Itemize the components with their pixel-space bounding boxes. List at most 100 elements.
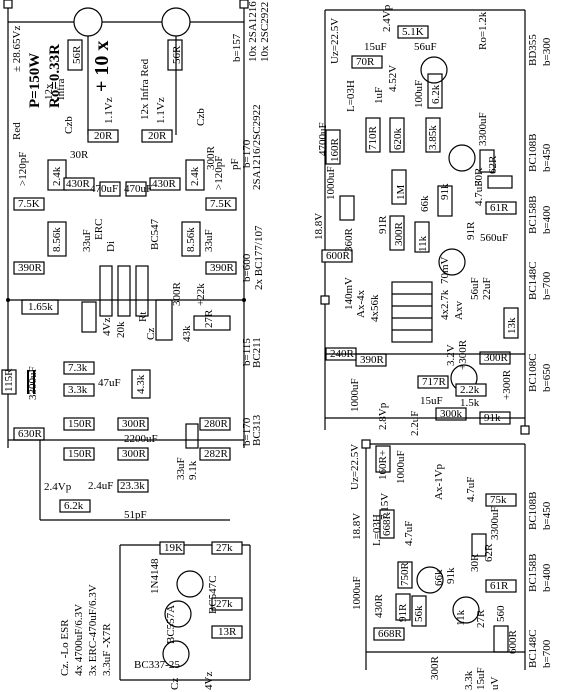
pt-label-46: 2.2k xyxy=(460,384,480,396)
pt-label-42: 3.2V xyxy=(445,344,457,366)
output-transistor-b: 10x 2SC2922 xyxy=(259,1,271,62)
preamp-uz-mid: Uz=22.5V xyxy=(349,443,361,490)
led-note-a: 12x xyxy=(43,83,55,101)
pt-label-12: 3300uF xyxy=(477,112,489,146)
pt-label-29: 560uF xyxy=(480,232,509,244)
label-280r: 280R xyxy=(204,418,228,430)
pt-label-8: L=03H xyxy=(345,80,357,112)
pb-label-4: 4.7uF xyxy=(465,476,477,502)
preamp-bt2: BC158B xyxy=(527,553,539,592)
label-30r: 30R xyxy=(70,149,89,161)
pt-label-52: 91k xyxy=(484,412,501,424)
label-24k-a: 2.4k xyxy=(51,166,63,186)
preamp-t2: BC108B xyxy=(527,133,539,172)
label-20r-b: 20R xyxy=(148,130,167,142)
label-11vz-a: 1.1Vz xyxy=(103,97,115,124)
pt-label-5: 4.52V xyxy=(387,64,399,92)
pb-label-22: 27R xyxy=(475,609,487,628)
label-430r-b: 430R xyxy=(152,178,176,190)
label-115r: 115R xyxy=(3,368,15,392)
output-transistor-left xyxy=(73,7,103,37)
bias-27k-b: 27k xyxy=(216,598,233,610)
pt-label-1: 56uF xyxy=(414,41,437,53)
label-150r-a: 150R xyxy=(68,418,92,430)
label-di: Di xyxy=(105,241,117,252)
pt-label-20: 1M xyxy=(395,184,407,200)
preamp-top-section xyxy=(320,9,530,435)
label-390r-b: 390R xyxy=(210,262,234,274)
pt-label-36: Axv xyxy=(453,301,465,320)
label-24k-b: 2.4k xyxy=(189,166,201,186)
resistor-56r-left xyxy=(67,39,83,71)
bias-cz: Cz xyxy=(169,677,181,690)
pt-label-38: 22uF xyxy=(481,277,493,300)
pt-label-11: 3.85k xyxy=(427,125,439,150)
output-beta: b=157 xyxy=(231,33,243,62)
pb-label-1: 1000uF xyxy=(395,450,407,484)
bias-1n4148: 1N4148 xyxy=(149,558,161,594)
bias-bc337: BC337-25 xyxy=(134,659,180,671)
driver-beta: b=170 xyxy=(241,139,253,168)
label-24uf: 2.4uF xyxy=(88,480,114,492)
pt-label-26: 300R xyxy=(393,222,405,246)
pt-label-35: 4x2.7k xyxy=(439,289,451,320)
bias-transistor: BC211 xyxy=(251,337,263,368)
pb-label-19: 56k xyxy=(413,605,425,623)
pb-label-9: 4.7uF xyxy=(403,520,415,546)
pb-label-29: 600R xyxy=(507,630,519,654)
led-note-b: Infra xyxy=(55,78,67,100)
pt-label-18: 18.8V xyxy=(313,212,325,240)
label-165k: 1.65k xyxy=(28,301,53,313)
power-amp-section xyxy=(1,0,249,521)
preamp-b3: b=400 xyxy=(541,205,553,234)
label-24vp: 2.4Vp xyxy=(44,481,72,493)
preamp-bt3: BC148C xyxy=(527,629,539,668)
label-33uf-b: 33uF xyxy=(203,229,215,252)
pt-label-47: 15uF xyxy=(420,395,443,407)
label-22k: +22k xyxy=(195,283,207,306)
label-150r-b: 150R xyxy=(68,448,92,460)
preamp-t5: BC108C xyxy=(527,353,539,392)
preamp-uz-top: Uz=22.5V xyxy=(329,17,341,64)
pt-label-50: +300R xyxy=(501,369,513,400)
label-2200uf: 2200uF xyxy=(124,433,158,445)
pt-label-43: +300R xyxy=(457,339,469,370)
pb-label-17: 430R xyxy=(373,594,385,618)
power-amp-gain: + 10 x xyxy=(91,40,113,92)
preamp-ro: Ro=1.2k xyxy=(477,11,489,50)
pt-label-24: 91R xyxy=(377,215,389,234)
label-33k: 3.3k xyxy=(68,384,88,396)
pb-label-3: Ax-1Vp xyxy=(433,463,445,500)
label-43k: 43k xyxy=(181,325,193,343)
label-51pf: 51pF xyxy=(124,509,147,521)
power-amp-title: P=150W xyxy=(27,52,43,108)
led-note-2: 12x Infra Red xyxy=(139,58,151,120)
pt-label-31: 70mV xyxy=(439,256,451,285)
label-czb-a: Czb xyxy=(63,116,75,134)
label-47uf: 47uF xyxy=(98,377,121,389)
preamp-vp: 2.4Vp xyxy=(381,4,393,32)
label-430r-a: 430R xyxy=(66,178,90,190)
pt-label-23: 360R xyxy=(343,228,355,252)
pt-label-37: 56uF xyxy=(469,277,481,300)
resistor-56r-right xyxy=(167,39,183,71)
label-cz: Cz xyxy=(145,327,157,340)
pt-label-17: 1000uF xyxy=(325,166,337,200)
preamp-bottom-section xyxy=(361,439,526,670)
pt-label-21: 4.7uF xyxy=(473,180,485,206)
bias-4vz: 4Vz xyxy=(203,671,215,690)
bias-19k: 19K xyxy=(164,542,183,554)
preamp-b1: b=300 xyxy=(541,37,553,66)
label-470uf-a: 470uF xyxy=(90,183,119,195)
label-856k-a: 8.56k xyxy=(51,227,63,252)
label-20k: 20k xyxy=(115,321,127,339)
pt-label-30: 600R xyxy=(326,250,350,262)
label-33uf-a: 33uF xyxy=(81,229,93,252)
pt-label-15: 160R xyxy=(329,138,341,162)
pt-label-10: 620k xyxy=(392,128,404,150)
label-27r: 27R xyxy=(203,309,215,328)
pt-label-32: 140mV xyxy=(343,277,355,310)
preamp-bt1: BC108B xyxy=(527,491,539,530)
preamp-b2: b=450 xyxy=(541,143,553,172)
label-91k: 9.1k xyxy=(187,460,199,480)
